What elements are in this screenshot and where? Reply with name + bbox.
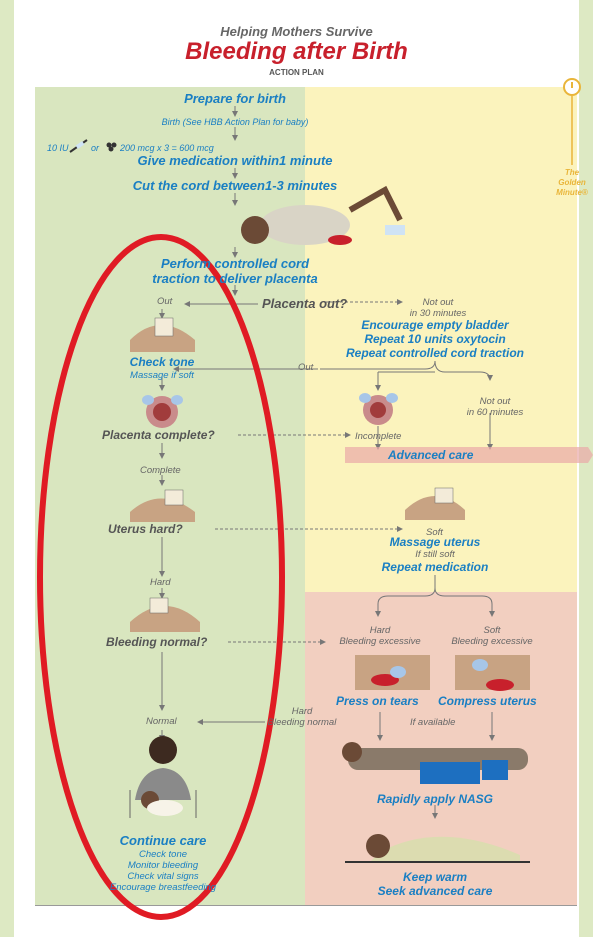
not-out-60-line1: Not out xyxy=(479,396,511,407)
rapidly-apply-nasg: Rapidly apply NASG xyxy=(376,792,494,806)
not-out-30: Not out in 30 minutes xyxy=(398,297,478,319)
golden-minute-line2: Golden xyxy=(558,178,586,187)
uterus-check-illustration xyxy=(130,489,195,522)
dose-or: or xyxy=(91,143,100,153)
golden-minute-label: The Golden Minute® xyxy=(548,168,593,198)
cc-monitor-bleeding: Monitor bleeding xyxy=(127,860,199,871)
page-title: Bleeding after Birth xyxy=(185,38,408,65)
cc-check-vital-signs: Check vital signs xyxy=(127,871,199,882)
out-left-label: Out xyxy=(157,296,173,307)
hard-normal-line2: Bleeding normal xyxy=(267,717,337,728)
not-out-60: Not out in 60 minutes xyxy=(455,396,535,418)
cut-cord: Cut the cord between1-3 minutes xyxy=(132,178,338,193)
soft-excessive-line2: Bleeding excessive xyxy=(451,636,533,647)
prepare-for-birth: Prepare for birth xyxy=(184,91,286,106)
soft-bleeding-excessive: Soft Bleeding excessive xyxy=(446,625,538,647)
hard-bleeding-excessive: Hard Bleeding excessive xyxy=(335,625,425,647)
placenta-check-illustration-right xyxy=(359,393,398,425)
continue-care-illustration xyxy=(129,736,197,818)
hard-excessive-line1: Hard xyxy=(369,625,391,636)
if-available: If available xyxy=(410,717,456,728)
massage-if-soft: Massage if soft xyxy=(130,370,194,381)
continue-care-list: Check tone Monitor bleeding Check vital … xyxy=(88,849,238,893)
birth-note: Birth (See HBB Action Plan for baby) xyxy=(161,117,309,127)
keep-warm-block: Keep warm Seek advanced care xyxy=(350,870,520,898)
give-medication: Give medication within1 minute xyxy=(137,153,333,168)
seek-advanced-care: Seek advanced care xyxy=(377,884,493,898)
press-on-tears: Press on tears xyxy=(336,694,419,708)
hard-bleeding-normal: Hard Bleeding normal xyxy=(262,706,342,728)
check-tone: Check tone xyxy=(129,355,195,369)
normal-label: Normal xyxy=(146,716,177,727)
repeat-medication: Repeat medication xyxy=(381,560,489,574)
tablets-icon xyxy=(106,142,117,152)
massage-uterus: Massage uterus xyxy=(389,535,481,549)
massage-uterus-illustration xyxy=(405,487,465,520)
encourage-line1: Encourage empty bladder xyxy=(361,318,509,332)
action-plan-label: ACTION PLAN xyxy=(269,68,324,77)
syringe-icon xyxy=(69,139,88,153)
complete-label: Complete xyxy=(140,465,181,476)
golden-minute-clock-icon xyxy=(563,78,581,165)
soft-excessive-line1: Soft xyxy=(483,625,501,636)
golden-minute-line1: The xyxy=(564,168,580,177)
encourage-block: Encourage empty bladder Repeat 10 units … xyxy=(320,318,550,360)
incomplete-label: Incomplete xyxy=(355,431,402,442)
keep-warm-illustration xyxy=(345,834,530,863)
golden-minute-line3: Minute® xyxy=(556,188,588,197)
nasg-illustration xyxy=(342,742,528,784)
uterus-hard-question: Uterus hard? xyxy=(108,522,183,536)
press-on-tears-illustration xyxy=(355,655,430,690)
placenta-check-illustration-left xyxy=(142,395,183,428)
advanced-care-band xyxy=(345,447,593,463)
dose-iu: 10 IU xyxy=(47,143,69,153)
hard-normal-line1: Hard xyxy=(291,706,313,717)
out-right-label: Out xyxy=(298,362,314,373)
if-still-soft: If still soft xyxy=(415,549,455,560)
cc-encourage-breastfeeding: Encourage breastfeeding xyxy=(109,882,217,893)
series-name: Helping Mothers Survive xyxy=(220,24,373,39)
not-out-60-line2: in 60 minutes xyxy=(466,407,524,418)
check-tone-illustration xyxy=(130,317,195,352)
compress-uterus: Compress uterus xyxy=(438,694,537,708)
placenta-out-question: Placenta out? xyxy=(262,296,348,311)
highlight-ellipse xyxy=(37,234,285,920)
hard-label: Hard xyxy=(150,577,171,588)
bleeding-normal-question: Bleeding normal? xyxy=(106,635,208,649)
cc-check-tone: Check tone xyxy=(138,849,188,860)
placenta-complete-question: Placenta complete? xyxy=(102,428,215,442)
encourage-line3: Repeat controlled cord traction xyxy=(345,346,525,360)
perform-line1: Perform controlled cord xyxy=(160,256,310,271)
encourage-line2: Repeat 10 units oxytocin xyxy=(364,332,506,346)
perform-line2: traction to deliver placenta xyxy=(152,271,318,286)
continue-care: Continue care xyxy=(119,833,207,848)
advanced-care: Advanced care xyxy=(388,448,474,462)
compress-uterus-illustration xyxy=(455,655,530,691)
not-out-30-line1: Not out xyxy=(422,297,454,308)
dose-mcg: 200 mcg x 3 = 600 mcg xyxy=(120,143,214,153)
soft-label: Soft xyxy=(426,527,443,538)
bottom-rule xyxy=(35,905,577,906)
hard-excessive-line2: Bleeding excessive xyxy=(339,636,421,647)
perform-traction: Perform controlled cord traction to deli… xyxy=(130,256,340,286)
keep-warm: Keep warm xyxy=(402,870,468,884)
cord-traction-illustration xyxy=(241,185,405,245)
not-out-30-line2: in 30 minutes xyxy=(409,308,467,319)
bleeding-check-illustration xyxy=(130,597,200,632)
